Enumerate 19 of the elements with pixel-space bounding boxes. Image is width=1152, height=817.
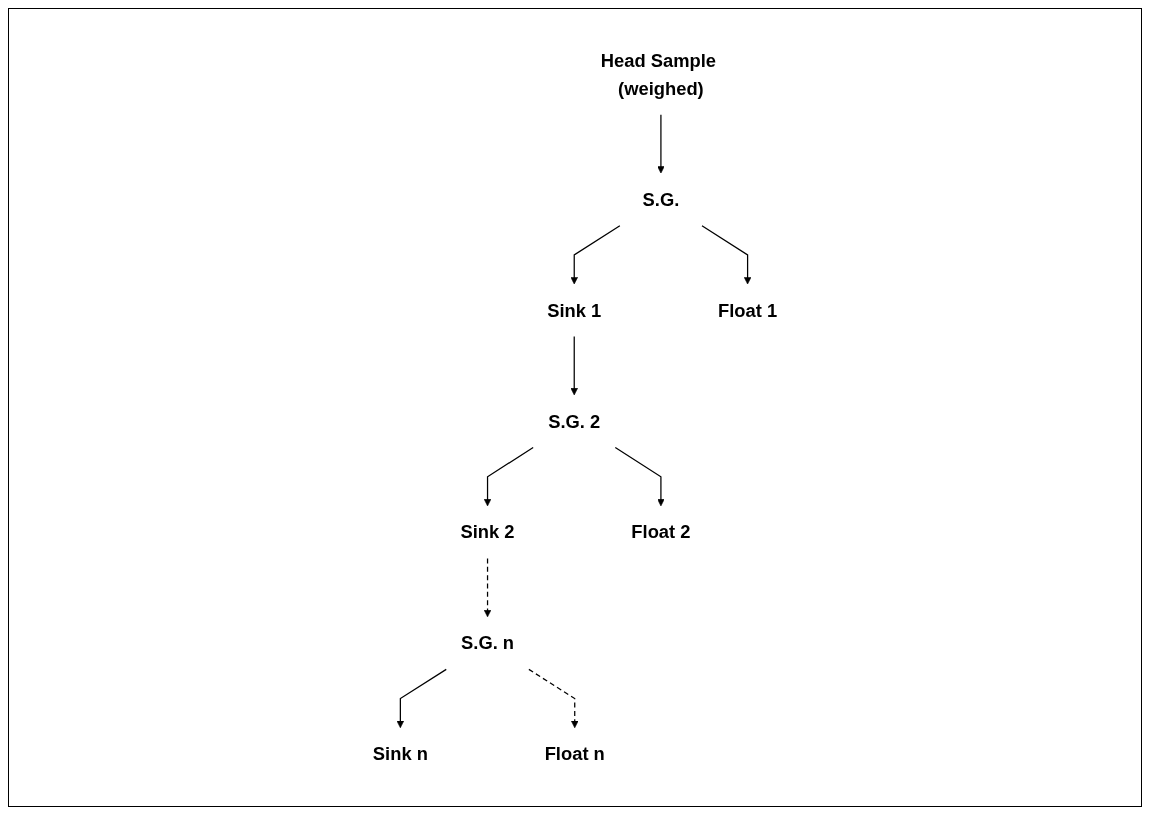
node-text: Sink 1 (547, 299, 602, 321)
node-text: Sink 2 (460, 521, 515, 543)
node-text: S.G. n (461, 632, 515, 654)
node-text: S.G. 2 (548, 410, 601, 432)
node-text: Float 1 (718, 299, 778, 321)
node-text: Head Sample (weighed) (600, 50, 716, 99)
arrow (657, 114, 665, 174)
arrow (396, 668, 447, 729)
node-text: Float n (544, 743, 605, 765)
arrow (701, 225, 752, 285)
arrow (570, 225, 621, 285)
node-text: Sink n (372, 743, 428, 765)
node-text: Float 2 (631, 521, 691, 543)
arrow (570, 335, 578, 396)
node-text: S.G. (642, 188, 680, 210)
arrow (614, 446, 665, 507)
arrow (483, 557, 492, 618)
arrow (483, 446, 534, 507)
arrow (528, 668, 579, 729)
